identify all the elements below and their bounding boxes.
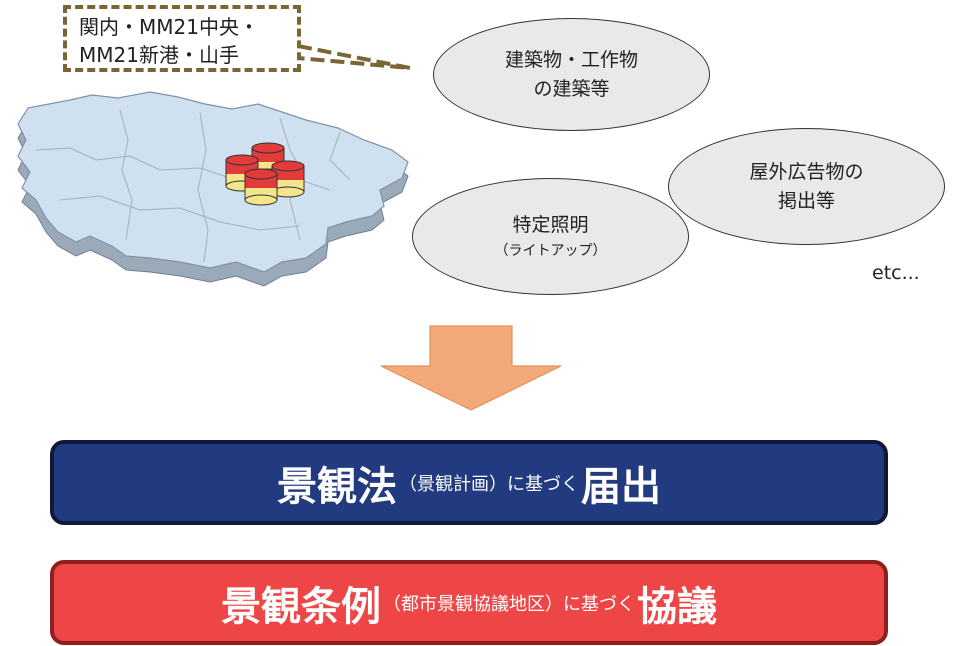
band-ordinance-mid: （都市景観協議地区）に基づく xyxy=(383,593,635,615)
callout-line-1: 関内・MM21中央・ xyxy=(79,15,259,39)
bubble-building: 建築物・工作物 の建築等 xyxy=(433,18,710,131)
band-ordinance-tail: 協議 xyxy=(637,583,717,630)
bubble-building-line-2: の建築等 xyxy=(533,77,610,100)
bubble-lighting: 特定照明 （ライトアップ） xyxy=(412,178,689,295)
band-law-mid: （景観計画）に基づく xyxy=(399,473,579,495)
callout-line-2: MM21新港・山手 xyxy=(79,43,239,67)
bubble-lighting-line-1: 特定照明 xyxy=(512,214,589,236)
area-callout: 関内・MM21中央・ MM21新港・山手 xyxy=(63,5,301,72)
band-law-tail: 届出 xyxy=(581,463,661,510)
bubble-signage-line-2: 掲出等 xyxy=(777,189,835,212)
district-cylinders xyxy=(225,142,305,206)
callout-tail xyxy=(297,44,411,70)
down-arrow xyxy=(380,325,562,411)
band-law-lead: 景観法 xyxy=(277,463,397,510)
bubble-building-line-1: 建築物・工作物 xyxy=(504,48,638,71)
band-ordinance-lead: 景観条例 xyxy=(221,583,381,630)
bubble-signage-line-1: 屋外広告物の xyxy=(749,160,864,183)
etc-label: etc... xyxy=(872,262,920,284)
bubble-lighting-line-2: （ライトアップ） xyxy=(494,243,607,259)
band-landscape-ordinance: 景観条例 （都市景観協議地区）に基づく 協議 xyxy=(50,560,888,645)
band-landscape-law: 景観法 （景観計画）に基づく 届出 xyxy=(50,440,888,525)
city-map-3d xyxy=(17,91,409,287)
bubble-signage: 屋外広告物の 掲出等 xyxy=(668,128,945,245)
